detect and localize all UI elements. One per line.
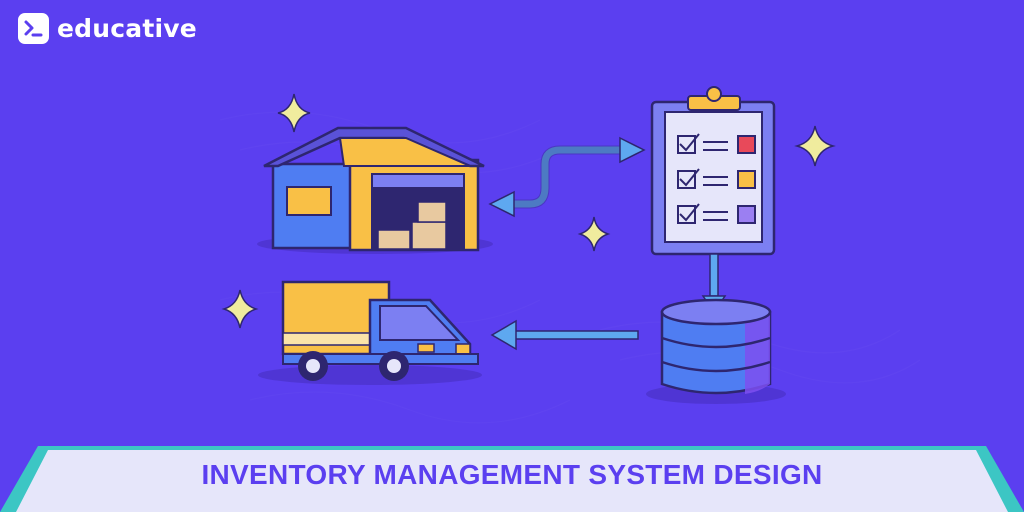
brand-name: educative	[57, 13, 197, 43]
sparkle-icon	[221, 289, 259, 329]
arrowhead-left-icon	[488, 190, 515, 218]
sparkle-icon	[277, 93, 311, 133]
arrow-warehouse-checklist	[503, 145, 629, 209]
arrowhead-right-icon	[619, 136, 646, 164]
warehouse-icon	[257, 126, 493, 254]
arrowhead-left-icon	[490, 319, 517, 351]
terminal-prompt-icon	[18, 12, 49, 44]
arrow-database-truck	[490, 319, 639, 351]
clipboard-checklist-icon	[650, 86, 776, 256]
page-title: INVENTORY MANAGEMENT SYSTEM DESIGN	[201, 459, 823, 490]
sparkle-icon	[794, 125, 836, 167]
title-banner	[0, 442, 1024, 512]
brand-logo[interactable]: educative	[18, 10, 197, 46]
sparkle-icon	[577, 216, 611, 252]
database-icon	[646, 298, 786, 404]
delivery-truck-icon	[258, 280, 482, 385]
